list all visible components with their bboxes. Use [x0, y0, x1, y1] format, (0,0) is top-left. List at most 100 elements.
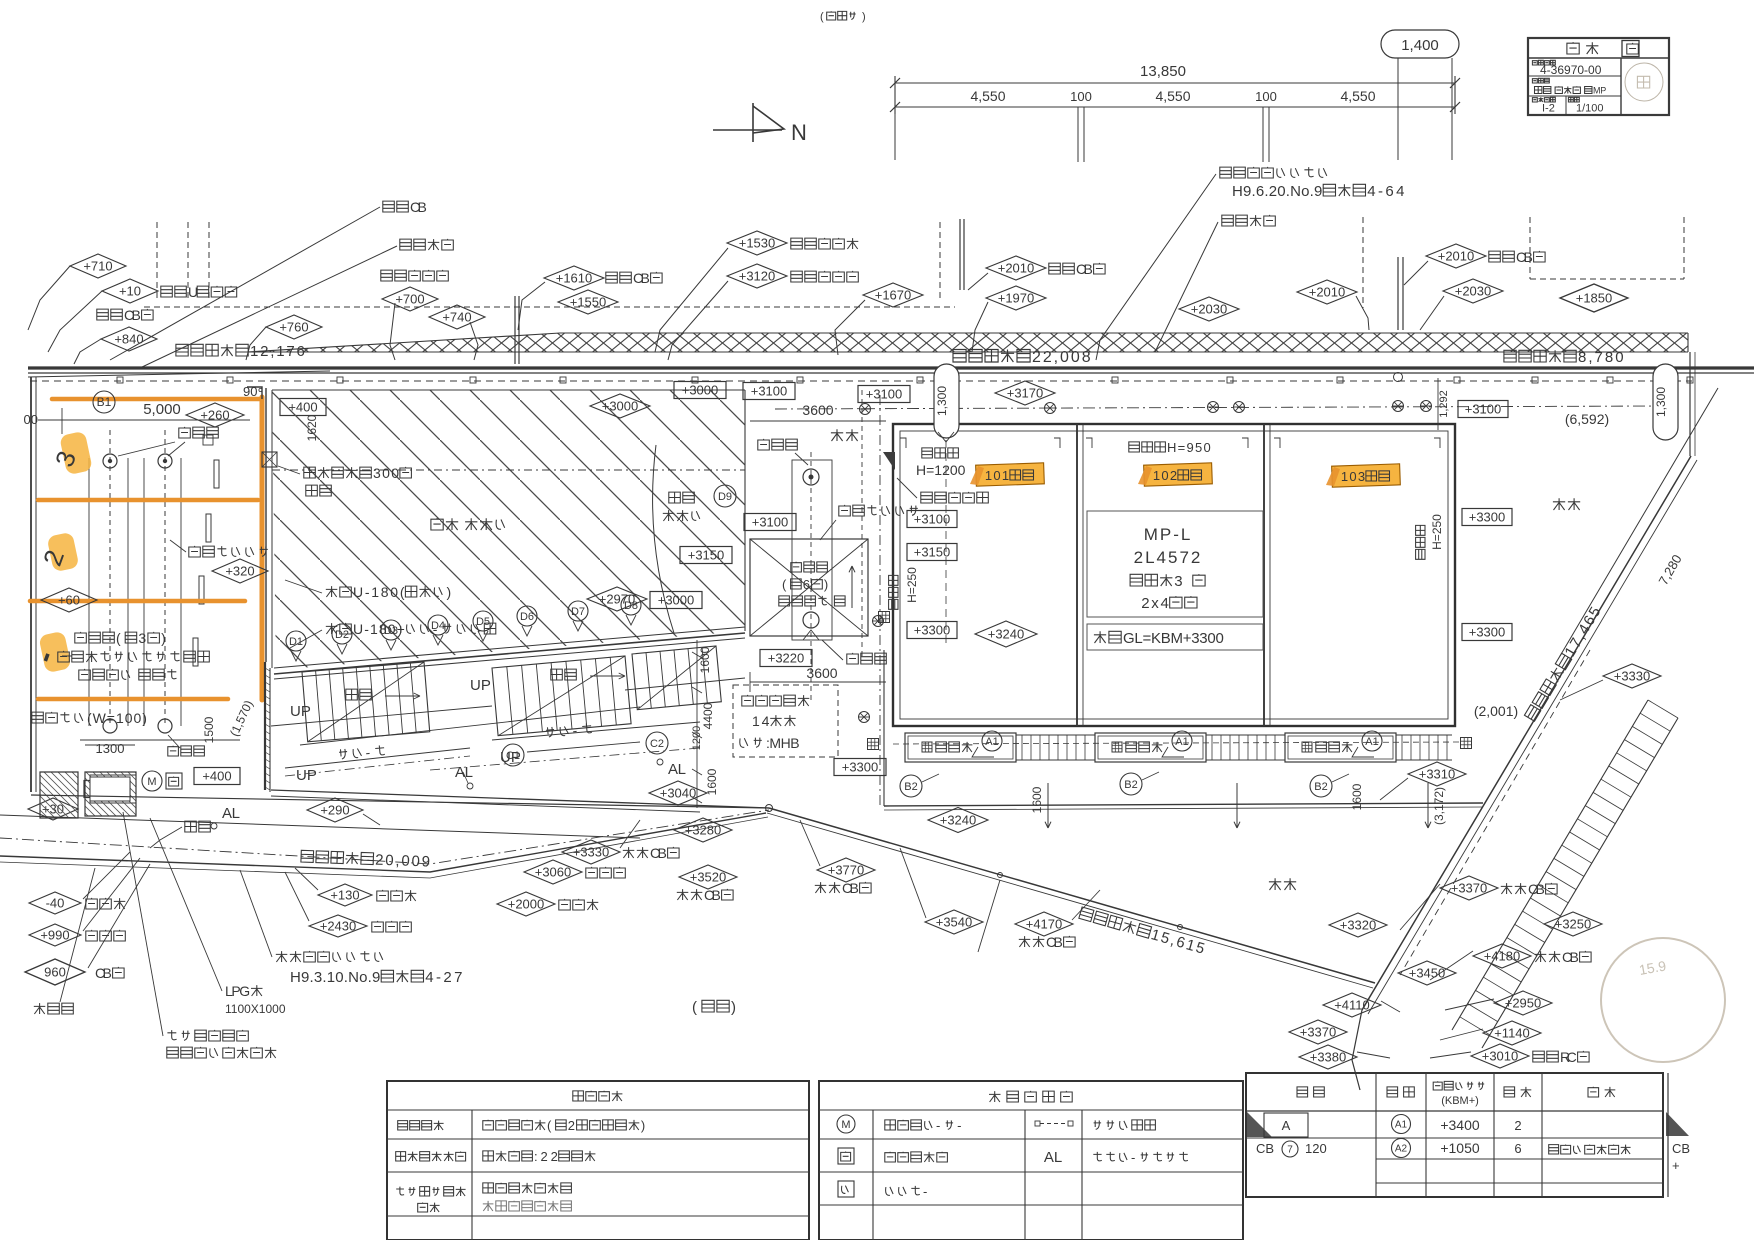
- svg-text:CB: CB: [1672, 1141, 1690, 1156]
- svg-text:-40: -40: [46, 896, 65, 911]
- svg-text:1600: 1600: [1030, 786, 1044, 813]
- svg-text:+4170: +4170: [1026, 917, 1063, 932]
- svg-text:U: U: [188, 284, 198, 300]
- svg-text:U-180+: U-180+: [353, 621, 405, 637]
- svg-text:3600: 3600: [802, 402, 833, 418]
- svg-text:): ): [824, 577, 828, 592]
- svg-text:UP: UP: [290, 703, 311, 720]
- svg-text:(2,001): (2,001): [1474, 703, 1518, 719]
- svg-text:-: -: [936, 1118, 940, 1133]
- svg-text:B1: B1: [97, 395, 112, 409]
- svg-text:(: (: [116, 630, 121, 646]
- svg-text:4400: 4400: [701, 702, 715, 729]
- svg-text:+2000: +2000: [508, 897, 545, 912]
- svg-text:+3100: +3100: [914, 512, 951, 527]
- svg-text:+130: +130: [330, 888, 359, 903]
- svg-text:+2950: +2950: [1505, 996, 1542, 1011]
- svg-text:+3220: +3220: [768, 651, 805, 666]
- svg-text:-: -: [957, 1118, 961, 1133]
- svg-text:AL: AL: [1044, 1149, 1062, 1166]
- svg-text:1,300: 1,300: [1654, 387, 1668, 417]
- svg-text:UP: UP: [296, 767, 317, 784]
- svg-text:3: 3: [1174, 573, 1182, 590]
- svg-text:(6,592): (6,592): [1565, 411, 1609, 427]
- svg-text:+10: +10: [119, 284, 141, 299]
- svg-text:+710: +710: [83, 259, 112, 274]
- svg-text:CB: CB: [410, 199, 427, 215]
- svg-text:CB: CB: [1256, 1141, 1274, 1156]
- svg-text:6: 6: [1514, 1141, 1521, 1156]
- svg-text:D4: D4: [431, 620, 445, 632]
- svg-text:-: -: [572, 722, 578, 738]
- svg-text:H=250: H=250: [905, 567, 919, 603]
- svg-text:H=1200: H=1200: [916, 462, 966, 478]
- svg-text:M: M: [841, 1119, 850, 1131]
- svg-text:): ): [862, 11, 866, 23]
- svg-text:+3100: +3100: [1465, 402, 1502, 417]
- svg-text:+1050: +1050: [1440, 1140, 1480, 1156]
- svg-text:MP: MP: [1593, 86, 1606, 96]
- svg-text:4-64: 4-64: [1367, 183, 1404, 200]
- svg-text:4,550: 4,550: [970, 88, 1005, 104]
- svg-text:13,850: 13,850: [1140, 63, 1186, 80]
- svg-text:+: +: [1672, 1158, 1680, 1173]
- svg-text:+1140: +1140: [1494, 1026, 1530, 1041]
- svg-text:+3300: +3300: [1469, 510, 1506, 525]
- svg-text:2L4572: 2L4572: [1134, 548, 1203, 567]
- svg-text:CB: CB: [1528, 881, 1545, 897]
- svg-text:A1: A1: [1175, 736, 1188, 748]
- svg-text:+2010: +2010: [1438, 249, 1475, 264]
- svg-text:+3450: +3450: [1409, 966, 1446, 981]
- svg-text:MP-L: MP-L: [1144, 525, 1193, 544]
- svg-text:22,008: 22,008: [1032, 349, 1091, 366]
- svg-text:4,550: 4,550: [1340, 88, 1375, 104]
- svg-text:B2: B2: [1124, 779, 1137, 791]
- svg-text:A: A: [1282, 1118, 1291, 1133]
- svg-text:120: 120: [1305, 1141, 1327, 1156]
- svg-text:+2010: +2010: [1309, 285, 1346, 300]
- svg-text:CB: CB: [1046, 934, 1063, 950]
- svg-text:D1: D1: [289, 636, 303, 648]
- svg-text:-: -: [1131, 1150, 1135, 1165]
- svg-text:+3380: +3380: [1310, 1050, 1347, 1065]
- svg-text:+3280: +3280: [685, 823, 722, 838]
- svg-text:AL: AL: [222, 805, 240, 822]
- svg-text:15.9: 15.9: [1638, 957, 1668, 978]
- svg-text:+3540: +3540: [936, 915, 973, 930]
- svg-text:+700: +700: [395, 292, 424, 307]
- svg-text:+3330: +3330: [1614, 669, 1651, 684]
- svg-text:B2: B2: [1314, 781, 1327, 793]
- svg-text:100: 100: [1255, 89, 1277, 104]
- svg-text:+320: +320: [225, 564, 254, 579]
- svg-text:A1: A1: [1395, 1120, 1408, 1131]
- svg-text:1600: 1600: [1350, 783, 1364, 810]
- svg-text:+1670: +1670: [875, 288, 912, 303]
- svg-text:+3100: +3100: [752, 515, 789, 530]
- svg-text:+3170: +3170: [1007, 386, 1044, 401]
- svg-text:CB: CB: [704, 887, 721, 903]
- svg-text:UP: UP: [470, 677, 491, 694]
- svg-text:1600: 1600: [698, 646, 712, 673]
- svg-text:D3: D3: [384, 625, 398, 637]
- svg-text:+3120: +3120: [739, 269, 776, 284]
- svg-text:D5: D5: [476, 616, 490, 628]
- svg-text::22: :22: [534, 1149, 558, 1164]
- svg-text:+3000: +3000: [602, 399, 639, 414]
- svg-text:7: 7: [1287, 1145, 1293, 1156]
- svg-text:+3100: +3100: [751, 384, 788, 399]
- svg-text:102: 102: [1153, 468, 1177, 483]
- svg-text:(KBM+): (KBM+): [1441, 1095, 1479, 1107]
- svg-text:+3040: +3040: [660, 786, 697, 801]
- svg-text:2: 2: [1514, 1118, 1521, 1133]
- svg-text:): ): [731, 999, 736, 1016]
- svg-text:+3010: +3010: [1482, 1049, 1519, 1064]
- svg-text:+3300: +3300: [914, 623, 951, 638]
- svg-text:12,176: 12,176: [250, 343, 305, 360]
- svg-text:+260: +260: [200, 408, 229, 423]
- svg-text:H9.3.10.No.9: H9.3.10.No.9: [290, 969, 380, 986]
- svg-text:960: 960: [44, 965, 66, 980]
- svg-text:AL: AL: [455, 764, 473, 781]
- svg-text:+3370: +3370: [1451, 881, 1488, 896]
- svg-text:+290: +290: [320, 803, 349, 818]
- svg-text:1100X1000: 1100X1000: [225, 1002, 286, 1016]
